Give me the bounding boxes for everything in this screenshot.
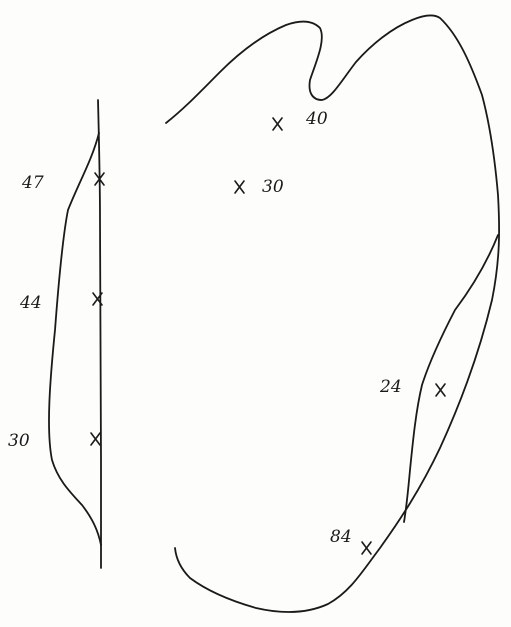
marker-right-top: [273, 118, 282, 130]
label-left-middle: 44: [19, 293, 42, 313]
marker-right-side: [436, 384, 445, 396]
label-left-bottom: 30: [8, 431, 30, 451]
marker-right-bottom: [362, 542, 371, 554]
marker-left-bottom: [91, 433, 100, 445]
label-left-top: 47: [21, 173, 44, 193]
right-shape-outer-outline: [166, 16, 499, 613]
label-right-side: 24: [379, 377, 402, 397]
label-right-bottom: 84: [330, 527, 352, 547]
label-right-upper: 30: [262, 177, 284, 197]
right-shape-inner-curve: [404, 235, 498, 522]
label-right-top: 40: [305, 109, 328, 129]
left-shape-vertical-edge: [98, 100, 101, 568]
left-shape-curved-edge: [49, 133, 101, 545]
marker-right-upper: [235, 181, 244, 193]
